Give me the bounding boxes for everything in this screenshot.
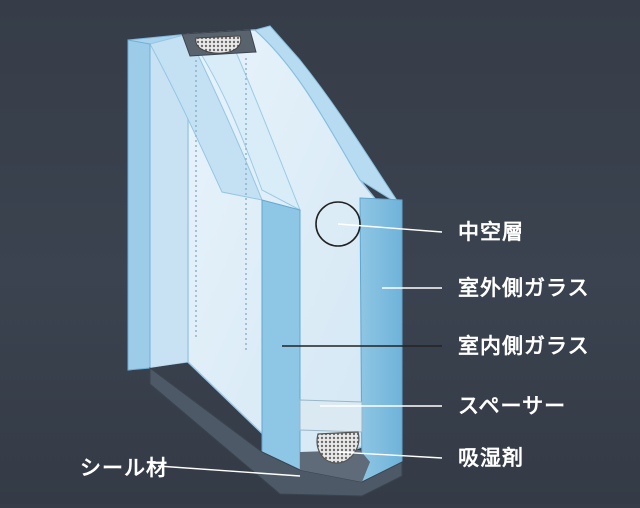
label-sealant: シール材 xyxy=(80,456,168,480)
hollow-layer-marker xyxy=(315,201,361,247)
label-desiccant: 吸湿剤 xyxy=(458,446,524,470)
inner-pane-front xyxy=(261,199,301,471)
label-hollow-layer: 中空層 xyxy=(458,220,524,244)
label-outdoor-glass: 室外側ガラス xyxy=(458,276,590,300)
outer-pane-front xyxy=(359,197,403,483)
outdoor-glass-inner-face xyxy=(150,34,188,368)
spacer-frame xyxy=(299,399,363,433)
desiccant-top xyxy=(195,35,242,54)
sealant-top xyxy=(300,450,370,482)
sealant-block xyxy=(149,367,403,497)
label-spacer: スペーサー xyxy=(458,394,567,418)
leader-sealant xyxy=(157,465,301,477)
label-indoor-glass: 室内側ガラス xyxy=(458,334,590,358)
left-pane-strip xyxy=(127,39,151,371)
desiccant-bottom xyxy=(316,431,360,464)
leader-hollow-layer xyxy=(337,223,443,233)
leader-desiccant xyxy=(337,451,443,459)
